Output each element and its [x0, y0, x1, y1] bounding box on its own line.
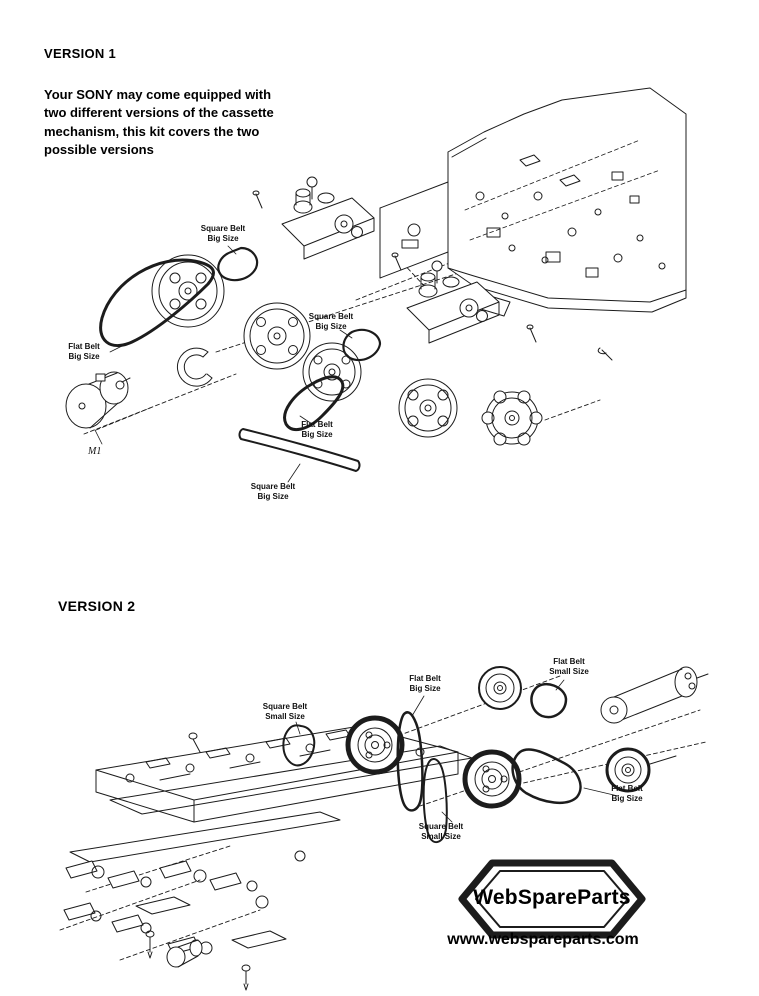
v1-label-flat-belt-center: Flat Belt Big Size [301, 420, 333, 440]
v1-square-belt-mid [342, 328, 382, 362]
logo-wordmark: WebSpareParts [473, 886, 631, 909]
v2-label-square-belt-small-2: Square Belt Small Size [418, 822, 464, 842]
v1-motor-label: M1 [88, 446, 102, 457]
intro-description: Your SONY may come equipped with two dif… [44, 87, 274, 158]
v1-motor [65, 371, 131, 429]
v1-flywheel-left [151, 254, 225, 328]
v2-leader-lines [295, 679, 619, 823]
v2-lever-cluster [63, 811, 341, 991]
v2-pulley-1 [345, 715, 405, 775]
v1-head-assembly-b [391, 252, 537, 344]
v1-pulley-center-2 [302, 342, 362, 402]
version1-diagram [65, 87, 687, 483]
v1-leader-lines [109, 245, 353, 483]
v2-label-flat-belt-small: Flat Belt Small Size [549, 657, 589, 677]
v2-screw-1 [145, 930, 155, 959]
v1-label-square-belt-mid: Square Belt Big Size [308, 312, 354, 332]
v1-pulley-right [398, 378, 458, 438]
v1-half-moon-bracket [176, 347, 213, 387]
v1-sub-plate [379, 181, 449, 279]
v2-pulley-2 [462, 749, 522, 809]
v1-flat-belt-center [283, 375, 345, 432]
v2-screw-2 [241, 964, 251, 991]
v2-label-flat-belt-big-2: Flat Belt Big Size [611, 784, 643, 804]
version1-heading: VERSION 1 [44, 46, 117, 61]
website-url: www.webspareparts.com [447, 931, 639, 948]
v1-label-flat-belt-left: Flat Belt Big Size [68, 342, 100, 362]
v1-motor-leader [94, 429, 103, 445]
version2-heading: VERSION 2 [58, 598, 136, 614]
v1-square-belt-upper [217, 246, 259, 282]
v1-pulley-center-1 [243, 302, 311, 370]
v1-flat-belt-left [99, 258, 215, 348]
v1-gear-wheel [481, 390, 543, 446]
v2-label-square-belt-small-1: Square Belt Small Size [262, 702, 308, 722]
v2-small-motor [166, 939, 203, 968]
logo-hexagon [458, 859, 646, 939]
v2-flat-belt-big-2 [511, 748, 582, 805]
v1-head-assembly-a [252, 176, 375, 260]
v2-flat-belt-small [530, 682, 568, 719]
v2-pulley-3 [478, 666, 522, 710]
v2-flat-belt-big-1 [396, 711, 424, 812]
v2-motor [600, 666, 709, 724]
v1-square-belt-long [238, 428, 361, 472]
v2-square-belt-small-2 [422, 758, 448, 844]
v2-label-flat-belt-big-1: Flat Belt Big Size [409, 674, 441, 694]
v1-label-square-belt-upper: Square Belt Big Size [200, 224, 246, 244]
version2-diagram [59, 666, 709, 991]
v1-label-square-belt-long: Square Belt Big Size [250, 482, 296, 502]
v2-pulley-4 [605, 747, 677, 793]
